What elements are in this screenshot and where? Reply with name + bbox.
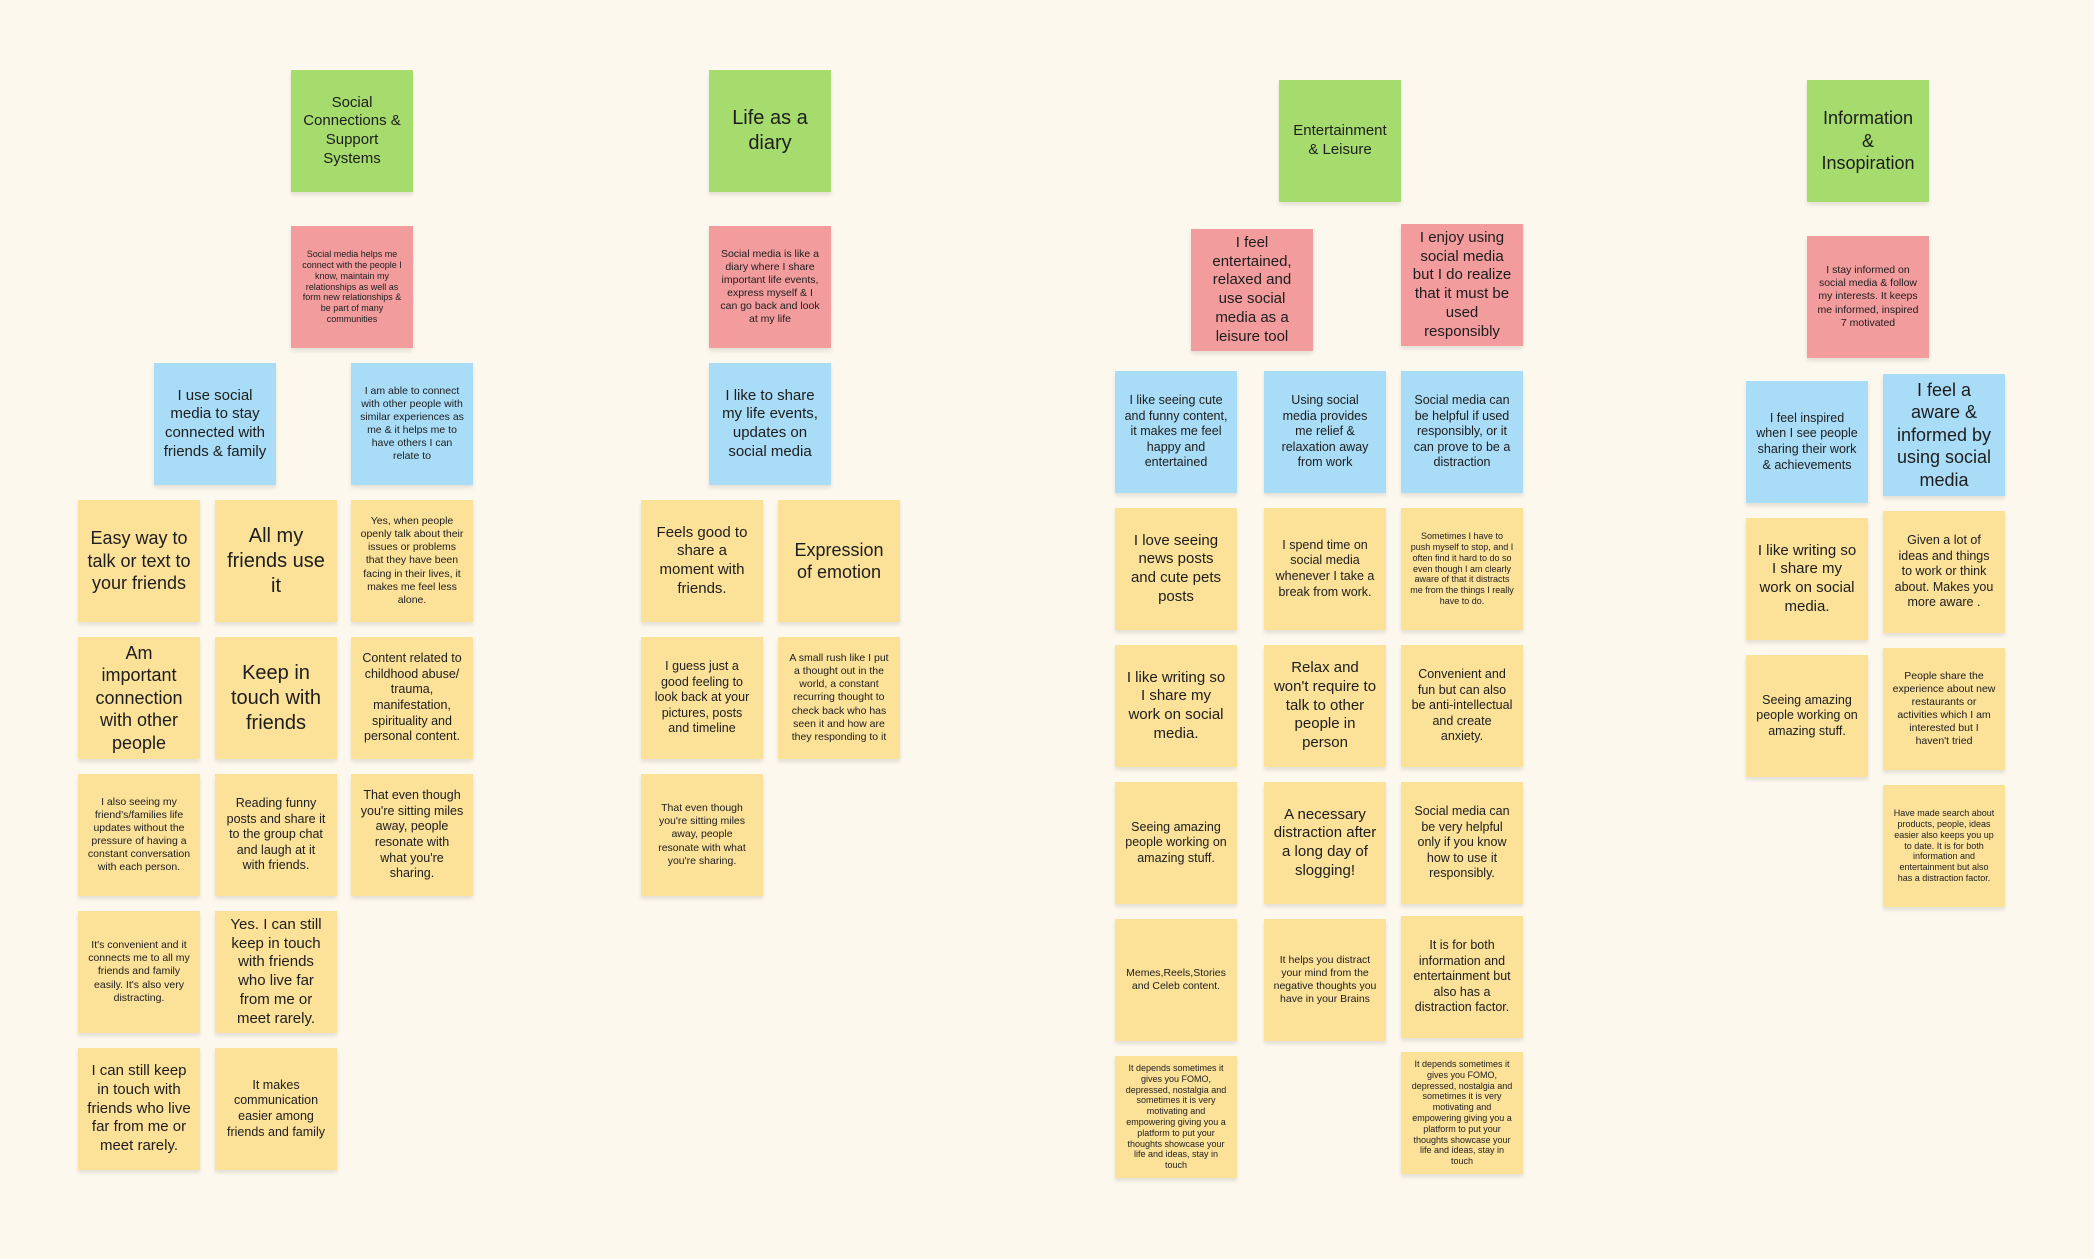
summary-stay-informed[interactable]: I stay informed on social media & follow… [1807,236,1929,358]
note-funny-posts[interactable]: Reading funny posts and share it to the … [215,774,337,896]
summary-social-connections[interactable]: Social media helps me connect with the p… [291,226,413,348]
note-friends-far[interactable]: I can still keep in touch with friends w… [78,1048,200,1170]
note-amazing-people-info[interactable]: Seeing amazing people working on amazing… [1746,655,1868,777]
note-helpful-if-responsible[interactable]: Social media can be very helpful only if… [1401,782,1523,904]
note-content-related[interactable]: Content related to childhood abuse/ trau… [351,637,473,759]
note-push-myself-to-stop[interactable]: Sometimes I have to push myself to stop,… [1401,508,1523,630]
note-amazing-people[interactable]: Seeing amazing people working on amazing… [1115,782,1237,904]
note-ideas-more-aware[interactable]: Given a lot of ideas and things to work … [1883,511,2005,633]
note-important-connection[interactable]: Am important connection with other peopl… [78,637,200,759]
note-convenient-fun[interactable]: Convenient and fun but can also be anti-… [1401,645,1523,767]
summary-entertained-relaxed[interactable]: I feel entertained, relaxed and use soci… [1191,229,1313,351]
insight-cute-funny-content[interactable]: I like seeing cute and funny content, it… [1115,371,1237,493]
note-expression-of-emotion[interactable]: Expression of emotion [778,500,900,622]
note-search-easier[interactable]: Have made search about products, people,… [1883,785,2005,907]
summary-life-as-diary[interactable]: Social media is like a diary where I sha… [709,226,831,348]
note-break-from-work[interactable]: I spend time on social media whenever I … [1264,508,1386,630]
note-relax-no-talk[interactable]: Relax and won't require to talk to other… [1264,645,1386,767]
note-fomo-depends-right[interactable]: It depends sometimes it gives you FOMO, … [1401,1052,1523,1174]
insight-aware-informed[interactable]: I feel a aware & informed by using socia… [1883,374,2005,496]
note-easy-way-to-talk[interactable]: Easy way to talk or text to your friends [78,500,200,622]
insight-relate-to-others[interactable]: I am able to connect with other people w… [351,363,473,485]
insight-helpful-or-distraction[interactable]: Social media can be helpful if used resp… [1401,371,1523,493]
note-keep-in-touch[interactable]: Keep in touch with friends [215,637,337,759]
note-life-updates[interactable]: I also seeing my friend's/families life … [78,774,200,896]
note-communication-easier[interactable]: It makes communication easier among frie… [215,1048,337,1170]
note-necessary-distraction[interactable]: A necessary distraction after a long day… [1264,782,1386,904]
header-life-as-diary[interactable]: Life as a diary [709,70,831,192]
note-writing-share-work[interactable]: I like writing so I share my work on soc… [1115,645,1237,767]
insight-relief-relaxation[interactable]: Using social media provides me relief & … [1264,371,1386,493]
insight-stay-connected[interactable]: I use social media to stay connected wit… [154,363,276,485]
note-small-rush[interactable]: A small rush like I put a thought out in… [778,637,900,759]
note-miles-away[interactable]: That even though you're sitting miles aw… [351,774,473,896]
insight-feel-inspired[interactable]: I feel inspired when I see people sharin… [1746,381,1868,503]
note-look-back[interactable]: I guess just a good feeling to look back… [641,637,763,759]
note-share-moment[interactable]: Feels good to share a moment with friend… [641,500,763,622]
header-entertainment-leisure[interactable]: Entertainment & Leisure [1279,80,1401,202]
note-memes-reels[interactable]: Memes,Reels,Stories and Celeb content. [1115,919,1237,1041]
note-news-pets-posts[interactable]: I love seeing news posts and cute pets p… [1115,508,1237,630]
note-convenient[interactable]: It's convenient and it connects me to al… [78,911,200,1033]
note-feel-less-alone[interactable]: Yes, when people openly talk about their… [351,500,473,622]
note-new-restaurants[interactable]: People share the experience about new re… [1883,648,2005,770]
note-info-and-entertainment[interactable]: It is for both information and entertain… [1401,916,1523,1038]
note-fomo-depends-left[interactable]: It depends sometimes it gives you FOMO, … [1115,1056,1237,1178]
header-social-connections[interactable]: Social Connections & Support Systems [291,70,413,192]
insight-share-life-events[interactable]: I like to share my life events, updates … [709,363,831,485]
note-distract-your-mind[interactable]: It helps you distract your mind from the… [1264,919,1386,1041]
note-writing-share-work-info[interactable]: I like writing so I share my work on soc… [1746,518,1868,640]
note-miles-away-diary[interactable]: That even though you're sitting miles aw… [641,774,763,896]
note-all-friends-use-it[interactable]: All my friends use it [215,500,337,622]
note-friends-far-yes[interactable]: Yes. I can still keep in touch with frie… [215,911,337,1033]
summary-use-responsibly[interactable]: I enjoy using social media but I do real… [1401,224,1523,346]
header-information-inspiration[interactable]: Information & Insopiration [1807,80,1929,202]
